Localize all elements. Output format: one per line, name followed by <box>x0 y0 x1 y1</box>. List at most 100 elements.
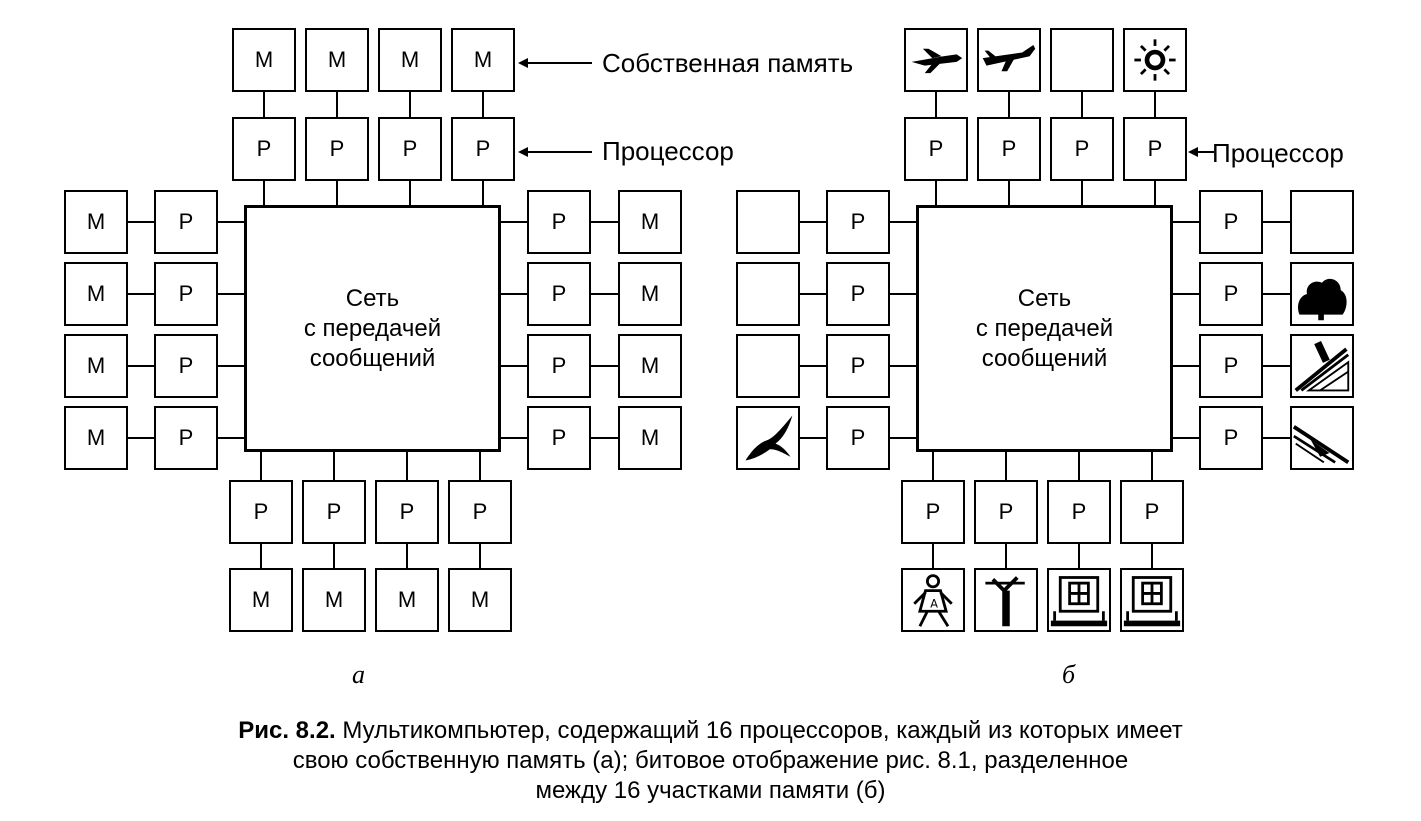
diagram_b-processor-bottom-3: P <box>1120 480 1184 544</box>
diagram_b-connector <box>1081 181 1083 205</box>
diagram_a-connector <box>218 365 244 367</box>
caption-line-2: свою собственную память (а); битовое ото… <box>292 747 1129 774</box>
diagram_b-memory-left-3 <box>736 406 800 470</box>
diagram_a-connector <box>501 437 527 439</box>
diagram_b-connector <box>1081 92 1083 117</box>
diagram_a-connector <box>501 293 527 295</box>
diagram_b-connector <box>1173 437 1199 439</box>
diagram_b-connector <box>1263 365 1290 367</box>
diagram_b-connector <box>1263 437 1290 439</box>
diagram_b-connector <box>1154 181 1156 205</box>
diagram_a-processor-right-2: P <box>527 334 591 398</box>
diagram_a-memory-bottom-1: M <box>302 568 366 632</box>
diagram_b-connector <box>932 452 934 480</box>
diagram_a-connector <box>218 293 244 295</box>
diagram_b-processor-bottom-2: P <box>1047 480 1111 544</box>
diagram_b-connector <box>890 221 916 223</box>
diagram_b-connector <box>1008 181 1010 205</box>
diagram_b-processor-right-3: P <box>1199 406 1263 470</box>
caption-text-1: Мультикомпьютер, содержащий 16 процессор… <box>342 717 1183 744</box>
diagram_b-connector <box>1263 221 1290 223</box>
diagram_a-connector <box>128 365 154 367</box>
diagram_a-connector <box>260 544 262 568</box>
diagram_b-connector <box>1154 92 1156 117</box>
diagram_b-connector <box>800 365 826 367</box>
diagram_b-memory-top-1 <box>977 28 1041 92</box>
diagram_a-connector <box>260 452 262 480</box>
sun-icon <box>1134 39 1176 81</box>
tree-trunk-icon <box>985 576 1025 627</box>
diagram_b-connector <box>1173 365 1199 367</box>
roof-edge-icon <box>1292 425 1350 464</box>
diagram_a-connector <box>263 181 265 205</box>
diagram_b-connector <box>1173 221 1199 223</box>
house-window-icon <box>1123 576 1181 627</box>
svg-text:A: A <box>930 598 938 611</box>
diagram_a-connector <box>591 365 618 367</box>
diagram_a-connector <box>409 181 411 205</box>
diagram_a-processor-bottom-1: P <box>302 480 366 544</box>
diagram_a-processor-right-0: P <box>527 190 591 254</box>
diagram_a-processor-bottom-3: P <box>448 480 512 544</box>
diagram_a-connector <box>409 92 411 117</box>
diagram_b-connector <box>1005 452 1007 480</box>
diagram_b-connector <box>800 293 826 295</box>
diagram_a-connector <box>501 365 527 367</box>
diagram_b-connector <box>890 365 916 367</box>
diagram_b-memory-bottom-2 <box>1047 568 1111 632</box>
diagram_a-memory-top-1: M <box>305 28 369 92</box>
diagram_a-connector <box>591 437 618 439</box>
diagram_a-memory-right-0: M <box>618 190 682 254</box>
processor-arrow-b <box>1188 147 1214 157</box>
memory-annotation: Собственная память <box>602 48 854 78</box>
figure-caption: Рис. 8.2. Мультикомпьютер, содержащий 16… <box>0 716 1421 806</box>
diagram_a-connector <box>591 293 618 295</box>
diagram_a-memory-left-0: M <box>64 190 128 254</box>
diagram_b-processor-top-3: P <box>1123 117 1187 181</box>
processor-annotation-a: Процессор <box>602 136 734 166</box>
network-label-line: с передачей <box>975 314 1114 342</box>
diagram_b-processor-right-2: P <box>1199 334 1263 398</box>
diagram_b-memory-right-0 <box>1290 190 1354 254</box>
sublabel-a: а <box>352 660 365 689</box>
diagram_a-connector <box>128 437 154 439</box>
diagram_a-connector <box>479 544 481 568</box>
memory-arrow <box>518 58 592 68</box>
diagram_a-processor-bottom-0: P <box>229 480 293 544</box>
diagram_a-processor-top-1: P <box>305 117 369 181</box>
diagram_b-memory-bottom-0: A <box>901 568 965 632</box>
diagram_a-processor-left-0: P <box>154 190 218 254</box>
diagram_a-memory-bottom-0: M <box>229 568 293 632</box>
processor-annotation-b: Процессор <box>1212 138 1344 168</box>
diagram_a-processor-bottom-2: P <box>375 480 439 544</box>
diagram_b-connector <box>1008 92 1010 117</box>
diagram_b-memory-bottom-1 <box>974 568 1038 632</box>
diagram_b-connector <box>1151 452 1153 480</box>
diagram_b-processor-right-1: P <box>1199 262 1263 326</box>
diagram_b-connector <box>890 437 916 439</box>
diagram_a-connector <box>128 293 154 295</box>
diagram_a-memory-left-2: M <box>64 334 128 398</box>
diagram_b-processor-right-0: P <box>1199 190 1263 254</box>
caption-prefix: Рис. 8.2. <box>238 717 336 744</box>
diagram_a-memory-right-3: M <box>618 406 682 470</box>
diagram_a-processor-left-1: P <box>154 262 218 326</box>
sublabel-b: б <box>1062 660 1076 689</box>
diagram_a-connector <box>501 221 527 223</box>
diagram_b-processor-left-2: P <box>826 334 890 398</box>
diagram_b-processor-top-0: P <box>904 117 968 181</box>
diagram_b-connector <box>935 181 937 205</box>
diagram_b-connector <box>1078 452 1080 480</box>
diagram_a-connector <box>406 544 408 568</box>
diagram_b-connector <box>932 544 934 568</box>
diagram_b-memory-left-0 <box>736 190 800 254</box>
caption-line-3: между 16 участками памяти (б) <box>535 777 886 804</box>
diagram_a-connector <box>333 544 335 568</box>
airplane-tail-icon <box>982 45 1036 72</box>
diagram_b-memory-right-1 <box>1290 262 1354 326</box>
diagram_a-memory-left-1: M <box>64 262 128 326</box>
diagram_a-processor-top-0: P <box>232 117 296 181</box>
